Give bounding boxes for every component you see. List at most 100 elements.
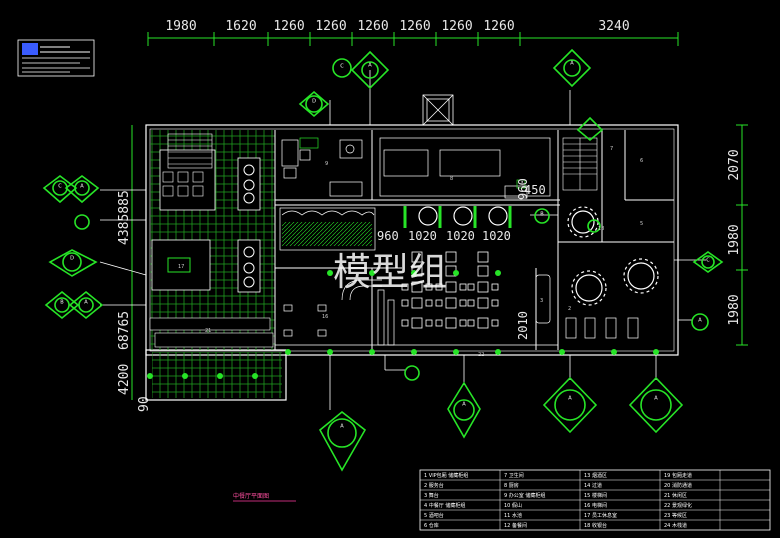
legend-item: 15 楼梯间 [584, 492, 607, 499]
room-number-17: 17 [178, 264, 184, 270]
legend-item: 19 包厢走道 [664, 472, 692, 479]
interior-walls [274, 130, 674, 350]
dim-top-2: 1620 [225, 19, 256, 34]
callout-letter-b-2: B [540, 212, 544, 218]
legend-item: 8 厨房 [504, 482, 519, 489]
inner-dim-4: 1020 [482, 229, 511, 243]
inner-dim-5: 960 [516, 178, 530, 200]
legend-item: 5 酒吧台 [424, 512, 444, 519]
dim-left-2: 4385885 [117, 190, 132, 245]
legend-item: 21 休闲区 [664, 492, 687, 499]
dim-top-9: 3240 [598, 19, 629, 34]
kitchen-room [379, 137, 551, 199]
dim-right-3: 1980 [727, 294, 742, 325]
dim-top-1: 1980 [165, 19, 196, 34]
callout-letter-c-3: C [706, 258, 710, 264]
legend-item: 20 消防通道 [664, 482, 692, 489]
callout-letter-a-3: A [340, 424, 344, 430]
legend-item: 6 仓库 [424, 522, 439, 529]
duct-pipes [283, 279, 395, 346]
callout-letter-c-2: C [58, 184, 62, 190]
callout-letter-a-4: A [568, 396, 572, 402]
callout-letter-a-5: A [654, 396, 658, 402]
legend-item: 13 烟酒区 [584, 472, 607, 479]
legend-item: 18 收银台 [584, 522, 607, 529]
elevator-shaft [422, 94, 454, 126]
callout-letter-c: C [340, 64, 344, 70]
legend-item: 24 木栈道 [664, 522, 687, 529]
dim-left-1: 4200 [117, 364, 132, 395]
legend-item: 16 电梯间 [584, 502, 607, 509]
callout-letter-a-6: A [462, 402, 466, 408]
stairwell-left [167, 133, 213, 169]
room-number-9: 9 [325, 161, 328, 167]
dim-top-4: 1260 [315, 19, 346, 34]
dim-top-6: 1260 [399, 19, 430, 34]
room-numbers: 8 9 6 5 17 16 3 2 21 22 18 7 [178, 146, 643, 358]
inner-dimensions: 960 1020 1020 1020 960 2010 450 [377, 178, 546, 340]
legend-item: 4 中餐厅 储藏柜组 [424, 502, 465, 509]
stairwell-right [562, 137, 598, 191]
dim-top-8: 1260 [483, 19, 514, 34]
right-dimension-line: 2070 1980 1980 [727, 124, 748, 346]
callout-letter-a-8: A [84, 300, 88, 306]
dim-right-2: 1980 [727, 224, 742, 255]
callout-letter-a-7: A [80, 184, 84, 190]
legend-item: 22 景观绿化 [664, 502, 692, 509]
dim-right-1: 2070 [727, 149, 742, 180]
legend-item: 12 备餐间 [504, 522, 527, 529]
drawing-caption: 中餐厅平面图 [233, 492, 269, 500]
rockery-water-feature [279, 207, 376, 251]
room-number-2: 2 [568, 306, 571, 312]
inner-dim-7: 2010 [516, 311, 530, 340]
callout-letter-d-2: D [70, 256, 74, 262]
legend-table [419, 469, 771, 531]
room-number-7: 7 [610, 146, 613, 152]
room-number-6: 6 [640, 158, 643, 164]
legend-item: 1 VIP包厢 储藏柜组 [424, 472, 468, 479]
inner-dim-1: 960 [377, 229, 399, 243]
dim-top-5: 1260 [357, 19, 388, 34]
lobby-tiled-zone [149, 130, 282, 398]
room-number-8: 8 [450, 176, 453, 182]
legend-item: 2 服务台 [424, 482, 444, 489]
stage-area [535, 274, 639, 339]
top-dimension-line: 1980 1620 1260 1260 1260 1260 1260 1260 … [147, 19, 679, 46]
legend-item: 23 等候区 [664, 512, 687, 519]
callout-letter-a-2: A [570, 61, 574, 67]
callout-letter-a-9: A [698, 318, 702, 324]
legend-item: 10 假山 [504, 502, 522, 509]
office-room [281, 137, 363, 197]
room-number-5: 5 [640, 221, 643, 227]
dim-bottom-left: 90 [137, 396, 152, 412]
room-number-3: 3 [540, 298, 543, 304]
legend-item: 7 卫生间 [504, 472, 524, 479]
callout-letter-b: B [60, 300, 64, 306]
legend-item: 11 水池 [504, 512, 522, 519]
inner-dim-6: 450 [524, 183, 546, 197]
inner-dim-3: 1020 [446, 229, 475, 243]
callout-letter-a: A [368, 63, 372, 69]
legend-item: 17 员工休息室 [584, 512, 617, 519]
legend-item: 9 办公室 储藏柜组 [504, 492, 545, 499]
title-block [17, 39, 95, 77]
inner-dim-2: 1020 [408, 229, 437, 243]
dim-top-7: 1260 [441, 19, 472, 34]
dim-top-3: 1260 [273, 19, 304, 34]
watermark-text: 模型组 [333, 250, 447, 294]
grid-leaders [99, 70, 706, 410]
section-callouts [42, 48, 724, 472]
legend-item: 14 过道 [584, 482, 602, 489]
callout-letter-d: D [312, 99, 316, 105]
room-number-22: 22 [478, 352, 484, 358]
dining-tables [401, 251, 499, 329]
dim-left-3: 68765 [117, 311, 132, 350]
callout-labels: A A A A A A C D C A D B A C A B [58, 61, 710, 430]
room-number-21: 21 [205, 328, 211, 334]
room-number-13: 16 [322, 314, 328, 320]
structural-columns [147, 270, 659, 379]
room-number-18: 18 [598, 226, 604, 232]
